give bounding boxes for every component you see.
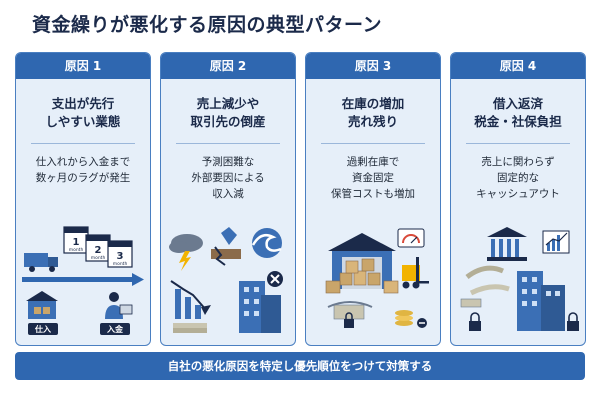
calendar-month-number: 1 (73, 237, 80, 248)
money-flow-icon (460, 265, 510, 308)
time-lag-illustration: 1 month 2 month 3 month (22, 226, 144, 335)
close-icon (267, 271, 283, 287)
card-title-line: 取引先の倒産 (190, 114, 266, 129)
truck-icon (24, 253, 58, 272)
lock-icon (567, 312, 579, 331)
calendar-icon: 1 month (63, 226, 89, 254)
divider (176, 143, 280, 144)
card-title: 支出が先行 しやすい業態 (16, 95, 150, 131)
boxes-icon (325, 258, 399, 294)
calendar-month-unit: month (113, 261, 128, 267)
card-body-line: 固定的な (497, 172, 539, 184)
card-body: 売上に関わらず 固定的な キャッシュアウト (451, 154, 585, 202)
divider (466, 143, 570, 144)
label-badge (28, 323, 58, 335)
decline-chart-icon (170, 280, 211, 319)
calendar-month-number: 2 (95, 245, 102, 256)
calendar-month-unit: month (69, 247, 84, 253)
card-body: 仕入れから入金まで 数ヶ月のラグが発生 (16, 154, 150, 186)
card-header: 原因 3 (306, 53, 440, 79)
card-body: 予測困難な 外部要因による 収入減 (161, 154, 295, 202)
card-title: 在庫の増加 売れ残り (306, 95, 440, 131)
footer-banner: 自社の悪化原因を特定し優先順位をつけて対策する (15, 352, 585, 380)
calendar-month-number: 3 (117, 251, 124, 262)
card-title-line: 売れ残り (347, 114, 398, 129)
card-title-line: 税金・社保負担 (474, 114, 562, 129)
card-body-line: 仕入れから入金まで (35, 156, 131, 168)
page-title: 資金繰りが悪化する原因の典型パターン (32, 14, 383, 36)
calendar-icon: 2 month (85, 234, 111, 262)
earthquake-icon (211, 227, 241, 266)
nyukin-label: 入金 (106, 324, 124, 334)
cause-card-4: 原因 4 借入返済 税金・社保負担 売上に関わらず 固定的な キャッシュアウト (450, 52, 586, 346)
fixed-outflow-illustration (460, 227, 579, 331)
card-body-line: 収入減 (212, 188, 244, 200)
office-building-icon (239, 281, 281, 333)
arrow-right-icon (22, 273, 144, 286)
card-title-line: 借入返済 (492, 96, 543, 111)
card-title-line: 支出が先行 (51, 96, 115, 111)
card-title-line: しやすい業態 (45, 114, 121, 129)
storm-cloud-icon (169, 234, 203, 271)
card-body-line: 保管コストも増加 (331, 188, 415, 200)
card-title-line: 在庫の増加 (341, 96, 405, 111)
warehouse-icon (26, 291, 58, 319)
card-title: 借入返済 税金・社保負担 (451, 95, 585, 131)
person-icon (105, 292, 133, 319)
coin-stack-icon (395, 310, 427, 328)
cause-card-2: 原因 2 売上減少や 取引先の倒産 予測困難な 外部要因による 収入減 (160, 52, 296, 346)
calendar-month-unit: month (91, 255, 106, 261)
shiire-label: 仕入 (34, 324, 51, 334)
growth-chart-icon (542, 230, 570, 254)
calendar-icon: 3 month (107, 240, 133, 268)
wave-icon (251, 228, 282, 258)
card-body-line: 外部要因による (191, 172, 265, 184)
cause-card-1: 原因 1 支出が先行 しやすい業態 仕入れから入金まで 数ヶ月のラグが発生 1 … (15, 52, 151, 346)
card-header: 原因 4 (451, 53, 585, 79)
office-building-icon (517, 271, 565, 331)
card-body-line: 売上に関わらず (481, 156, 555, 168)
external-risk-illustration (169, 227, 283, 333)
card-body-line: 数ヶ月のラグが発生 (35, 172, 131, 184)
gauge-icon (397, 228, 425, 248)
locked-cash-icon (327, 301, 373, 328)
label-badge (100, 323, 130, 335)
card-body: 過剰在庫で 資金固定 保管コストも増加 (306, 154, 440, 202)
bank-icon (487, 227, 527, 261)
card-title-line: 売上減少や (196, 96, 260, 111)
card-body-line: 過剰在庫で (346, 156, 400, 168)
card-body-line: 予測困難な (201, 156, 255, 168)
cause-card-3: 原因 3 在庫の増加 売れ残り 過剰在庫で 資金固定 保管コストも増加 (305, 52, 441, 346)
card-body-line: 資金固定 (352, 172, 394, 184)
card-header: 原因 2 (161, 53, 295, 79)
lock-icon (469, 312, 481, 331)
card-header: 原因 1 (16, 53, 150, 79)
inventory-illustration (325, 228, 429, 328)
card-title: 売上減少や 取引先の倒産 (161, 95, 295, 131)
card-body-line: キャッシュアウト (476, 188, 560, 200)
money-stack-icon (173, 323, 207, 333)
forklift-icon (402, 257, 429, 289)
divider (31, 143, 135, 144)
divider (321, 143, 425, 144)
